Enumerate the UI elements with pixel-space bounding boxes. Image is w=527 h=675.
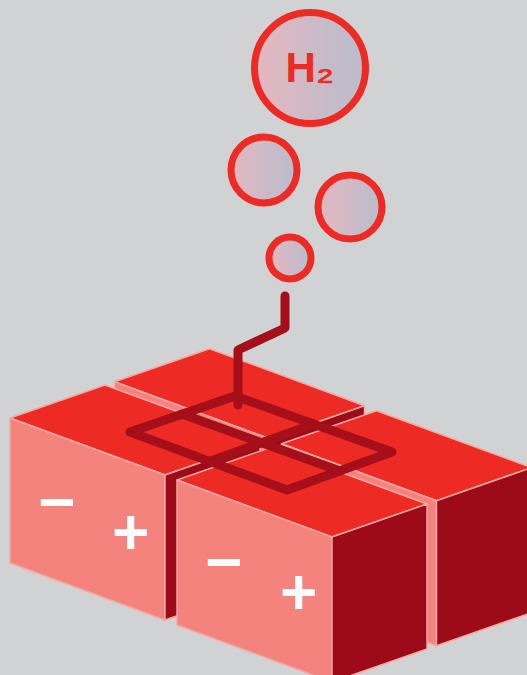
terminal-sign: +	[280, 560, 317, 624]
pipe	[130, 396, 392, 490]
gas-bubble	[231, 137, 382, 279]
battery-face	[437, 468, 527, 646]
battery-block	[10, 349, 527, 675]
bubble	[269, 237, 311, 279]
battery-face	[10, 418, 165, 620]
pipe	[182, 414, 340, 471]
terminal-sign: −	[205, 530, 242, 594]
gas-pipe	[130, 296, 392, 490]
chemical-formula: H₂	[286, 44, 335, 92]
pipe	[238, 296, 285, 405]
pipe	[208, 424, 314, 462]
bubble	[231, 137, 297, 203]
terminal-sign: −	[38, 470, 75, 534]
terminal-sign: +	[112, 500, 149, 564]
battery-face	[177, 480, 332, 675]
bubble	[318, 175, 382, 239]
battery-face	[332, 504, 427, 675]
hydrogen-bubble: H₂	[251, 9, 369, 127]
